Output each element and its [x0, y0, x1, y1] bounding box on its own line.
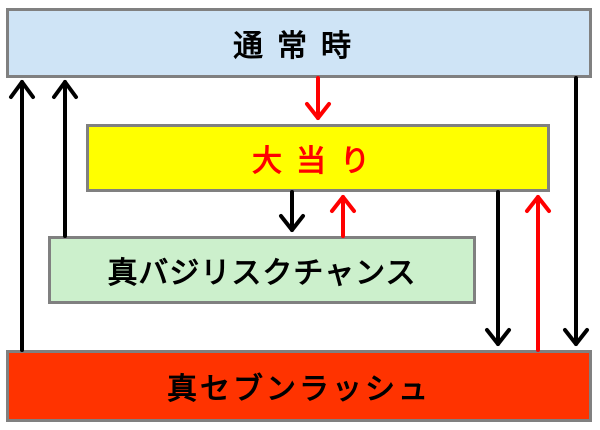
state-chance: 真バジリスクチャンス: [48, 236, 476, 304]
arrow-normal-to-jackpot: [305, 76, 331, 120]
state-jackpot: 大当り: [86, 124, 550, 192]
arrow-jackpot-to-chance: [279, 190, 305, 232]
arrow-normal-to-rush-right: [563, 76, 589, 346]
arrow-rush-to-normal-left: [9, 80, 35, 352]
state-rush: 真セブンラッシュ: [6, 350, 592, 422]
arrow-rush-to-jackpot: [525, 195, 551, 352]
state-jackpot-label: 大当り: [252, 144, 384, 179]
arrow-chance-to-normal: [52, 80, 78, 238]
state-normal-label: 通常時: [233, 29, 365, 64]
state-chance-label: 真バジリスクチャンス: [107, 256, 417, 291]
arrow-chance-to-jackpot: [330, 195, 356, 238]
state-rush-label: 真セブンラッシュ: [167, 372, 431, 407]
state-normal: 通常時: [6, 8, 592, 78]
arrow-jackpot-to-rush: [485, 190, 511, 346]
